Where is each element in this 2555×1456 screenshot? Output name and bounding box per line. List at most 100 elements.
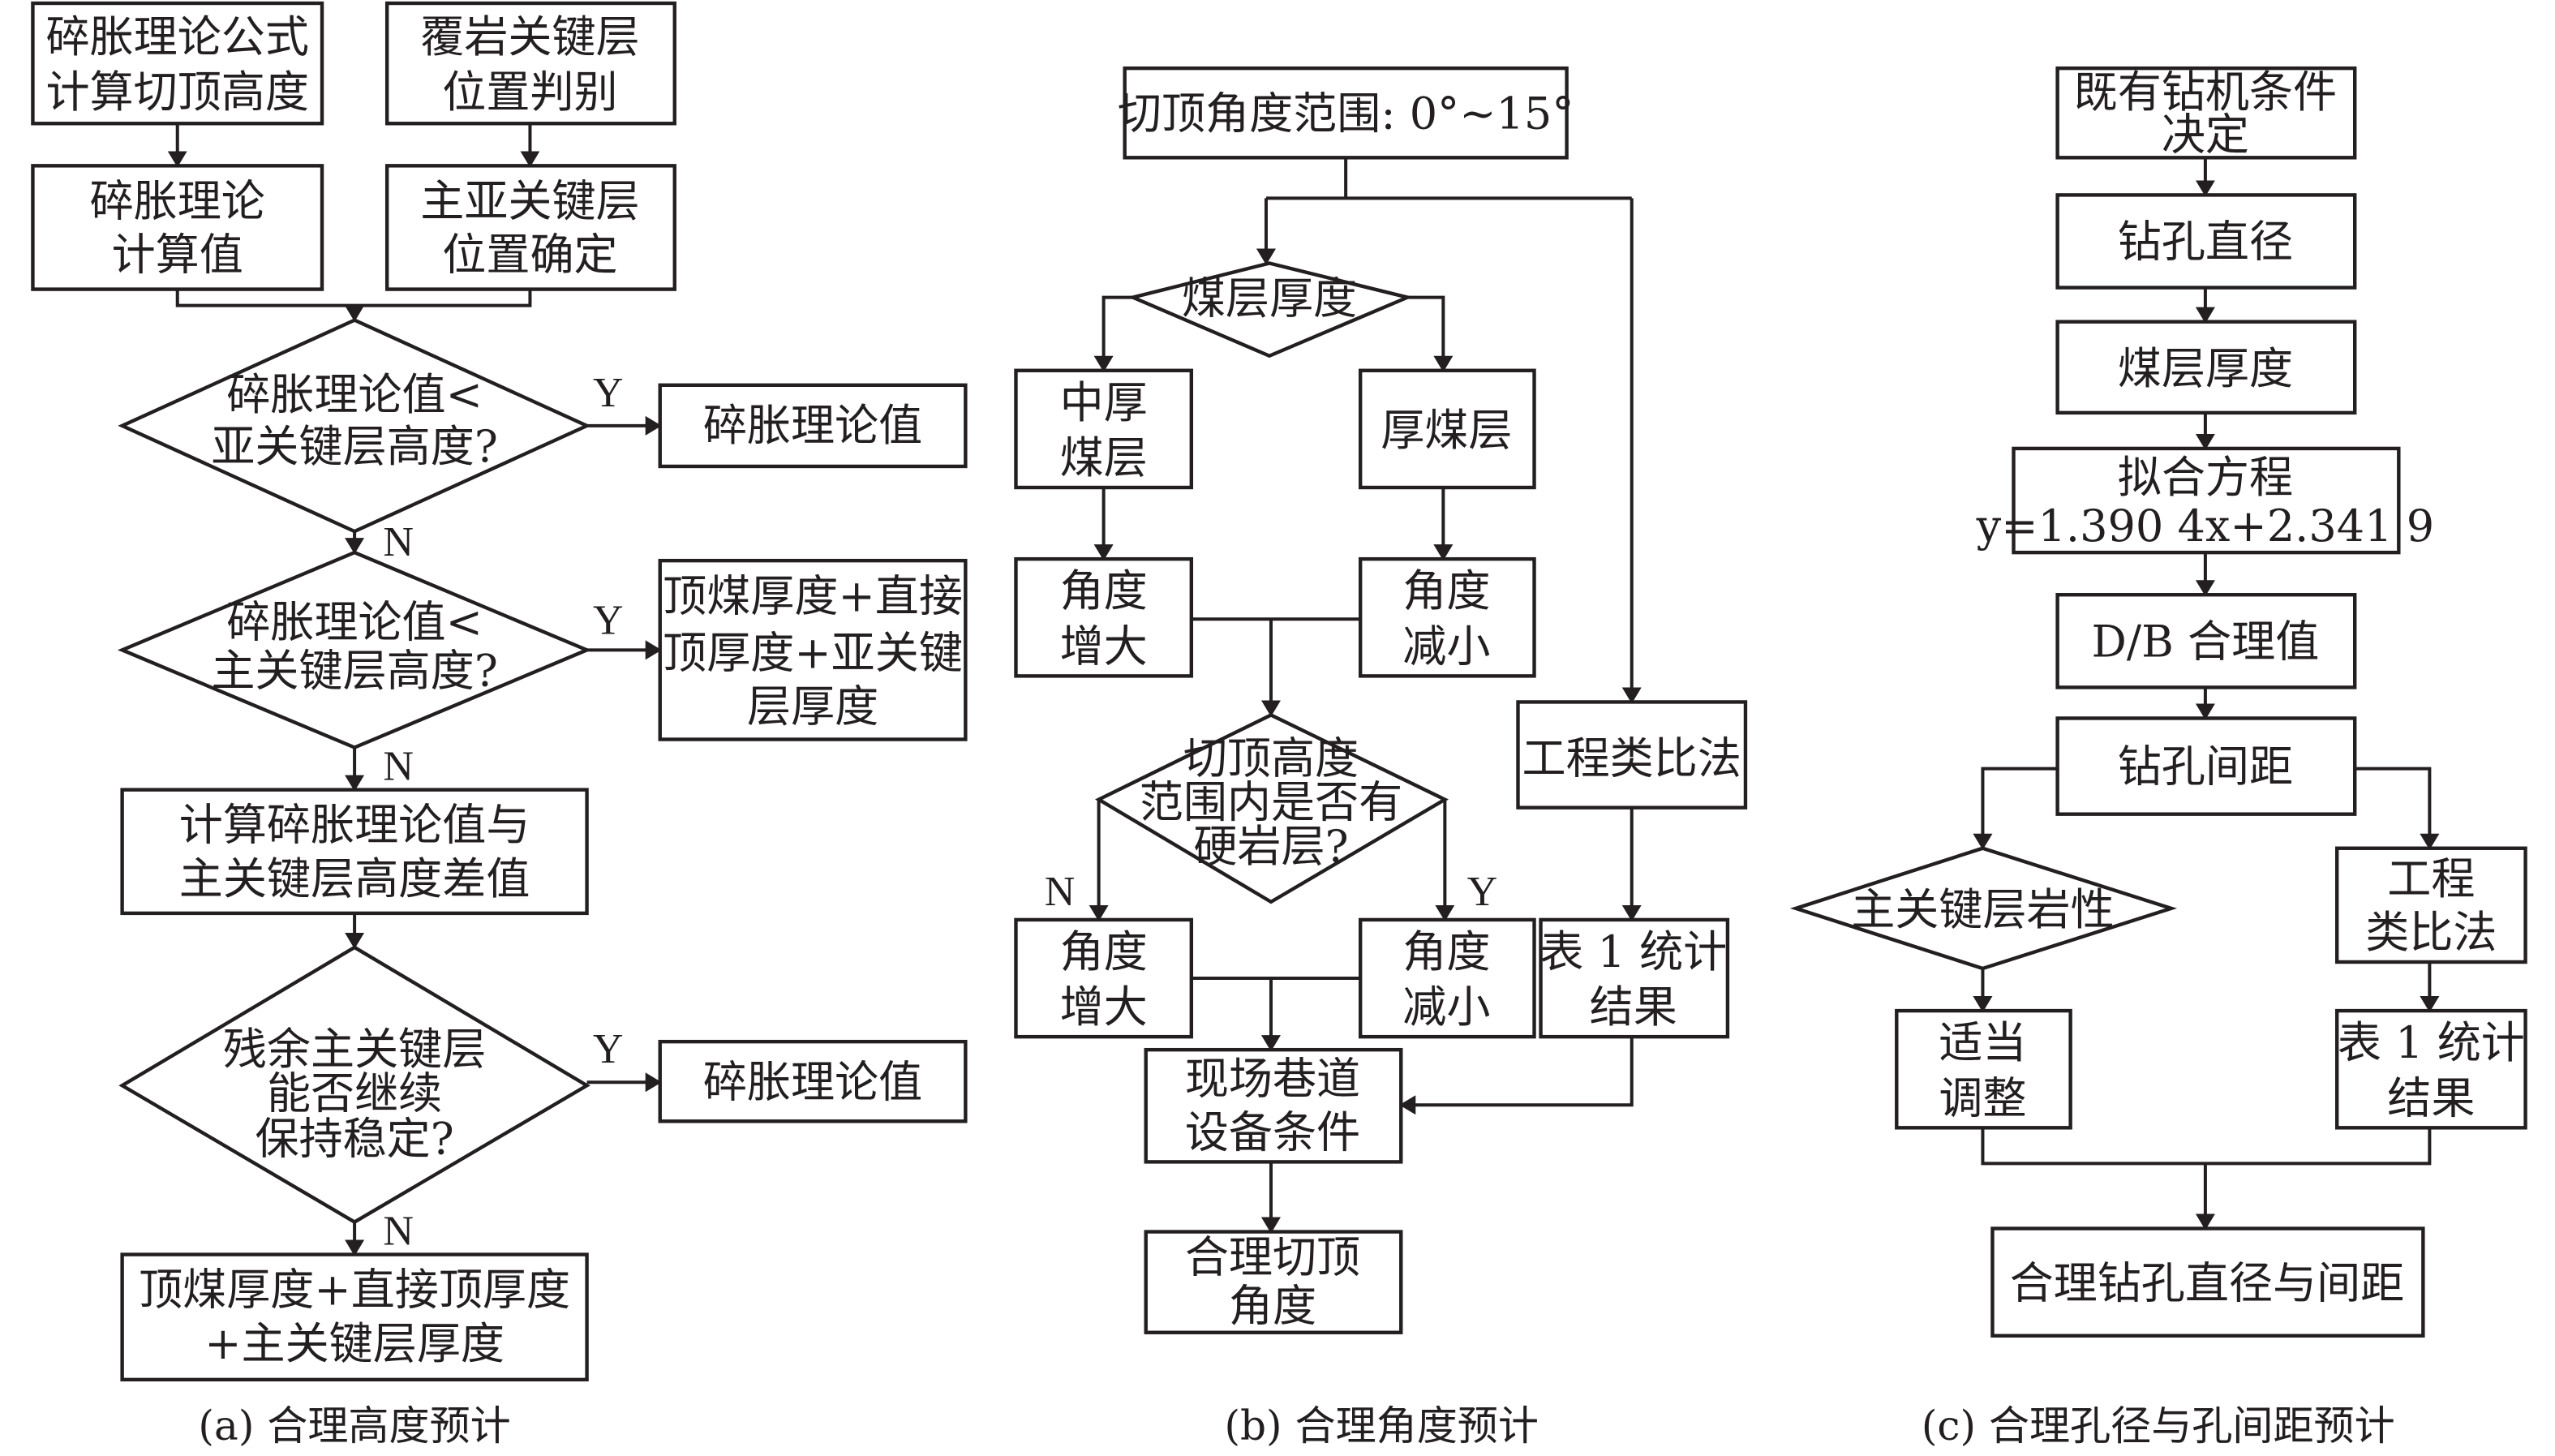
box-a-final bbox=[120, 1252, 589, 1382]
text: 合理钻孔直径与间距 bbox=[2010, 1258, 2405, 1309]
text: 位置确定 bbox=[442, 230, 617, 281]
text: 角度 bbox=[1060, 926, 1148, 977]
text: 计算碎胀理论值与 bbox=[179, 800, 530, 851]
text: 钻孔直径 bbox=[2118, 217, 2293, 268]
text: 既有钻机条件 bbox=[2074, 67, 2337, 118]
merge-line bbox=[1981, 1127, 2432, 1166]
box-c-final bbox=[1990, 1226, 2425, 1338]
text: 拟合方程 bbox=[2118, 452, 2293, 503]
text: 煤层 bbox=[1060, 432, 1148, 483]
text: 调整 bbox=[1939, 1072, 2026, 1123]
text: 减小 bbox=[1402, 981, 1490, 1033]
text: 钻孔间距 bbox=[2118, 741, 2293, 792]
box-c-spacing bbox=[2055, 716, 2357, 816]
no-label: N bbox=[383, 519, 414, 565]
box-a-result2 bbox=[658, 558, 968, 741]
text: 角度 bbox=[1402, 565, 1490, 616]
box-c-table bbox=[2334, 1008, 2527, 1130]
caption-b: (b) 合理角度预计 bbox=[1224, 1402, 1539, 1450]
text: 结果 bbox=[2387, 1072, 2475, 1123]
no-label: N bbox=[383, 1209, 414, 1255]
arrow bbox=[1093, 295, 1133, 372]
box-a-keylayer-pos bbox=[384, 164, 676, 291]
text: 覆岩关键层 bbox=[420, 11, 639, 62]
text: 碎胀理论值< bbox=[226, 369, 483, 420]
text: 现场巷道 bbox=[1185, 1053, 1360, 1104]
text: 碎胀理论值 bbox=[703, 400, 922, 451]
text: 主关键层高度? bbox=[211, 645, 497, 696]
text: 切顶高度 bbox=[1183, 733, 1359, 784]
text: 厚煤层 bbox=[1381, 405, 1512, 456]
box-a-result3 bbox=[658, 1039, 968, 1123]
text: 表 1 统计 bbox=[2338, 1017, 2525, 1068]
text: 主亚关键层 bbox=[420, 175, 639, 226]
text: 计算切顶高度 bbox=[45, 67, 308, 118]
text: 保持稳定? bbox=[255, 1113, 453, 1164]
box-b-medium bbox=[1014, 368, 1194, 490]
box-a-formula bbox=[31, 1, 324, 126]
text: 适当 bbox=[1939, 1017, 2026, 1068]
arrow bbox=[2355, 767, 2440, 850]
box-b-dec2 bbox=[1358, 917, 1536, 1039]
text: 角度 bbox=[1229, 1281, 1316, 1332]
panel-c: 既有钻机条件 决定 钻孔直径 煤层厚度 拟合方程 y=1.390 4x+2.34… bbox=[1789, 66, 2527, 1450]
text: 增大 bbox=[1060, 981, 1148, 1033]
yes-label: Y bbox=[593, 370, 624, 416]
arrow bbox=[1407, 295, 1454, 372]
text: 碎胀理论值 bbox=[703, 1056, 922, 1107]
no-label: N bbox=[383, 744, 414, 790]
text: 类比法 bbox=[2365, 907, 2497, 958]
text: 设备条件 bbox=[1185, 1106, 1360, 1157]
text: 结果 bbox=[1590, 981, 1677, 1033]
text: 煤层厚度 bbox=[2118, 343, 2293, 394]
yes-label: Y bbox=[593, 1026, 624, 1072]
yes-label: Y bbox=[1467, 869, 1498, 915]
box-c-equation bbox=[2012, 446, 2401, 555]
text: 碎胀理论 bbox=[90, 175, 265, 226]
text: 表 1 统计 bbox=[1539, 926, 1727, 977]
box-c-drill-cond bbox=[2055, 66, 2357, 160]
text: 合理切顶 bbox=[1185, 1232, 1360, 1283]
text: 工程类比法 bbox=[1522, 733, 1741, 784]
panel-b: 切顶角度范围: 0°~15° 煤层厚度 中厚 煤层 厚煤层 角度 增大 角度 减… bbox=[1014, 66, 1748, 1450]
text: D/B 合理值 bbox=[2092, 616, 2320, 667]
box-c-db bbox=[2055, 593, 2357, 689]
box-b-table bbox=[1539, 917, 1730, 1039]
box-a-result1 bbox=[658, 383, 968, 469]
text: 硬岩层? bbox=[1193, 821, 1348, 872]
box-b-dec1 bbox=[1358, 556, 1536, 678]
box-b-thick bbox=[1358, 368, 1536, 490]
box-b-inc2 bbox=[1014, 917, 1194, 1039]
text: 角度 bbox=[1060, 565, 1148, 616]
text: 中厚 bbox=[1060, 377, 1148, 428]
text: 层厚度 bbox=[747, 681, 878, 732]
text: 减小 bbox=[1402, 621, 1490, 672]
text: 煤层厚度 bbox=[1182, 273, 1357, 324]
equation-text: y=1.390 4x+2.341 9 bbox=[1976, 500, 2435, 552]
text: 主关键层高度差值 bbox=[179, 853, 530, 904]
text: 顶煤厚度+直接顶厚度 bbox=[139, 1265, 570, 1316]
no-label: N bbox=[1045, 869, 1076, 915]
caption-a: (a) 合理高度预计 bbox=[198, 1402, 510, 1450]
caption-c: (c) 合理孔径与孔间距预计 bbox=[1922, 1402, 2395, 1450]
text: 能否继续 bbox=[267, 1067, 442, 1119]
text: 顶厚度+亚关键 bbox=[663, 627, 963, 678]
yes-label: Y bbox=[593, 597, 624, 643]
decision-b2 bbox=[1095, 713, 1449, 904]
text: +主关键层厚度 bbox=[204, 1318, 505, 1369]
text: 位置判别 bbox=[442, 67, 617, 118]
merge-line bbox=[175, 289, 532, 307]
text: 亚关键层高度? bbox=[211, 421, 497, 472]
text: 决定 bbox=[2162, 109, 2249, 160]
text: 切顶角度范围: 0°~15° bbox=[1118, 88, 1574, 139]
text: 增大 bbox=[1060, 621, 1148, 672]
panel-a: 碎胀理论公式 计算切顶高度 覆岩关键层 位置判别 碎胀理论 计算值 主亚关键层 … bbox=[31, 1, 968, 1450]
box-b-site bbox=[1144, 1047, 1403, 1164]
text: 残余主关键层 bbox=[223, 1024, 486, 1075]
box-b-analog bbox=[1516, 700, 1748, 810]
text: 主关键层岩性 bbox=[1851, 884, 2114, 935]
text: 碎胀理论值< bbox=[226, 596, 483, 647]
text: 范围内是否有 bbox=[1140, 777, 1402, 828]
box-c-thickness bbox=[2055, 320, 2357, 415]
